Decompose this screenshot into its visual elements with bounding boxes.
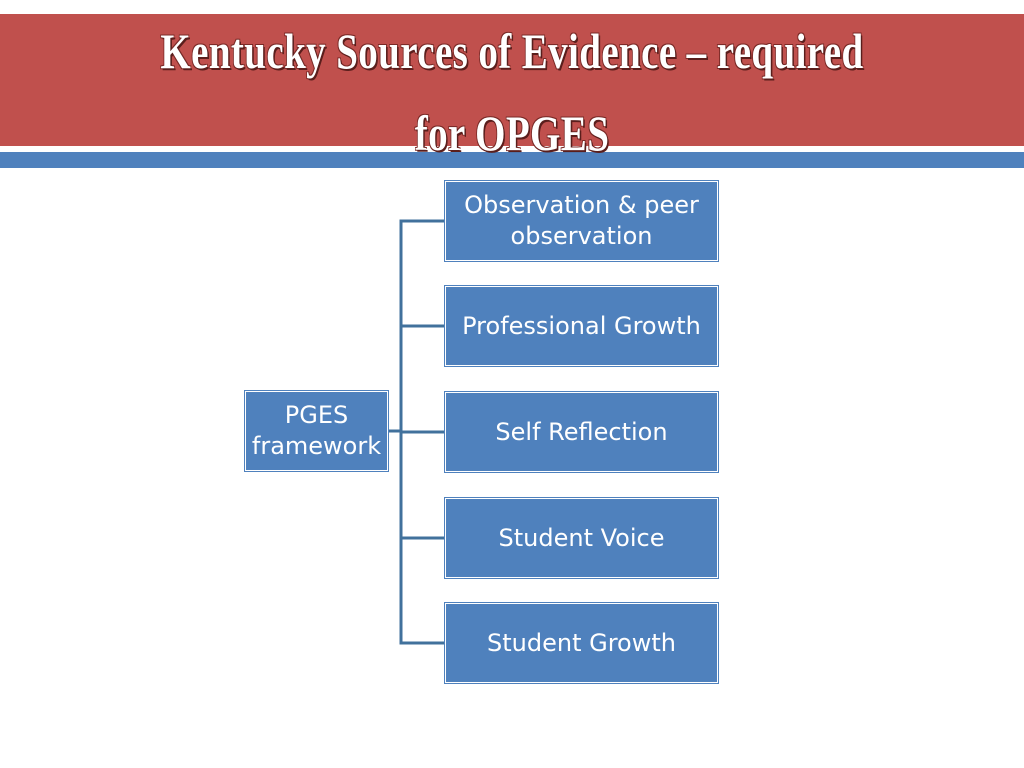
child-node-self-reflection: Self Reflection: [445, 392, 718, 472]
child-node-observation: Observation & peer observation: [445, 181, 718, 261]
band-gap: [0, 146, 1024, 152]
child-node-professional-growth: Professional Growth: [445, 286, 718, 366]
child-node-label: Student Growth: [487, 628, 676, 657]
slide-title: Kentucky Sources of Evidence – required …: [160, 23, 864, 161]
child-node-student-voice: Student Voice: [445, 498, 718, 578]
child-node-label: Student Voice: [498, 523, 665, 552]
root-node-pges-framework: PGES framework: [245, 391, 388, 471]
child-node-label: Self Reflection: [495, 417, 668, 446]
title-band: [0, 14, 1024, 146]
child-node-label: Professional Growth: [462, 311, 701, 340]
accent-band: [0, 152, 1024, 168]
child-node-student-growth: Student Growth: [445, 603, 718, 683]
root-node-label: PGES framework: [251, 401, 382, 460]
child-node-label: Observation & peer observation: [464, 191, 699, 250]
